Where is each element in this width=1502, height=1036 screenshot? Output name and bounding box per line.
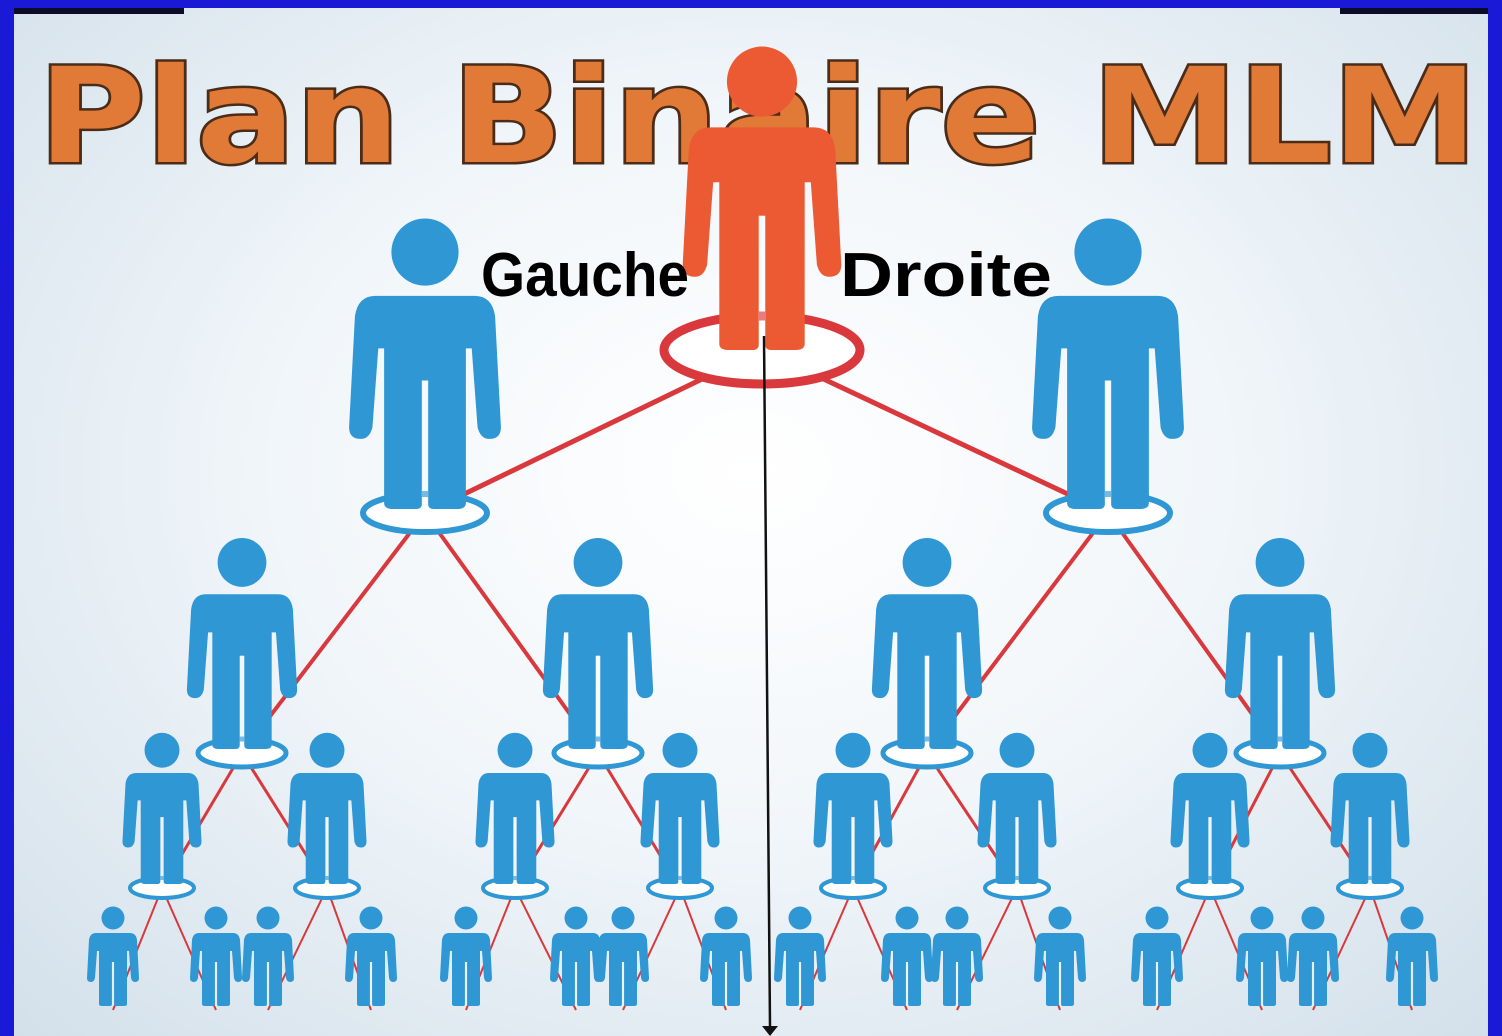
tree-links (112, 347, 1413, 1011)
member-person-icon (931, 906, 983, 1006)
member-person-icon (1224, 538, 1336, 749)
member-person-icon (977, 732, 1057, 884)
member-person-icon (774, 906, 826, 1006)
member-person-icon (475, 732, 555, 884)
right-branch-label: Droite (840, 241, 1052, 310)
tree-link (925, 511, 1110, 755)
member-person-icon (349, 218, 501, 509)
member-person-icon (87, 906, 139, 1006)
member-person-icon (813, 732, 893, 884)
member-person-icon (186, 538, 298, 749)
pointer-head-icon (762, 1026, 778, 1036)
root-person-icon (682, 46, 842, 350)
tree-members (87, 218, 1438, 1006)
member-person-icon (440, 906, 492, 1006)
root-ring (659, 311, 865, 389)
frame-edge-left (14, 8, 184, 14)
member-person-icon (287, 732, 367, 884)
member-person-icon (542, 538, 654, 749)
root-member (682, 46, 842, 350)
member-person-icon (345, 906, 397, 1006)
member-person-icon (1386, 906, 1438, 1006)
member-person-icon (597, 906, 649, 1006)
member-person-icon (881, 906, 933, 1006)
member-person-icon (640, 732, 720, 884)
member-person-icon (122, 732, 202, 884)
pointer-line (762, 335, 772, 1027)
frame-edge-right (1340, 8, 1488, 14)
member-person-icon (871, 538, 983, 749)
member-person-icon (190, 906, 242, 1006)
member-person-icon (1287, 906, 1339, 1006)
member-person-icon (1032, 218, 1184, 509)
member-person-icon (550, 906, 602, 1006)
member-person-icon (700, 906, 752, 1006)
member-person-icon (1236, 906, 1288, 1006)
member-person-icon (1131, 906, 1183, 1006)
tree-link (240, 511, 427, 755)
member-person-icon (1170, 732, 1250, 884)
pointer-arrow (762, 335, 778, 1036)
member-person-icon (1330, 732, 1410, 884)
left-branch-label: Gauche (481, 241, 689, 310)
member-person-icon (242, 906, 294, 1006)
member-person-icon (1034, 906, 1086, 1006)
